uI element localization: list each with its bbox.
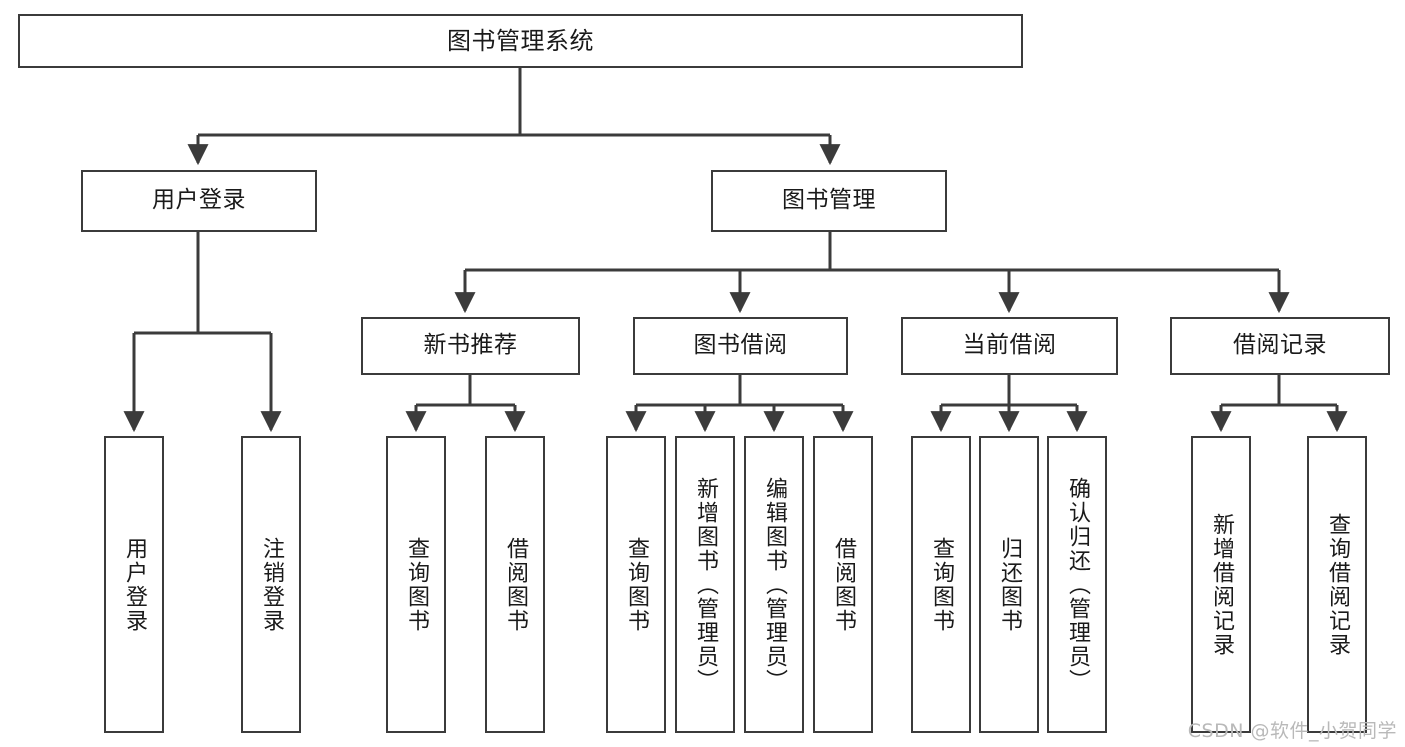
node-label: 归还图书 (997, 536, 1022, 633)
node-root-system[interactable]: 图书管理系统 (18, 14, 1023, 68)
node-current-borrow[interactable]: 当前借阅 (901, 317, 1118, 375)
node-book-management[interactable]: 图书管理 (711, 170, 947, 232)
leaf-logout[interactable]: 注销登录 (241, 436, 301, 733)
node-user-login[interactable]: 用户登录 (81, 170, 317, 232)
node-book-borrow[interactable]: 图书借阅 (633, 317, 848, 375)
node-label: 注销登录 (259, 536, 284, 633)
leaf-query-book-b[interactable]: 查询图书 (606, 436, 666, 733)
leaf-add-book[interactable]: 新增图书（管理员） (675, 436, 735, 733)
node-label: 借阅图书 (503, 536, 528, 633)
node-label: 用户登录 (122, 536, 147, 633)
node-label: 查询图书 (624, 536, 649, 633)
node-label: 图书管理 (782, 187, 876, 214)
leaf-borrow-book-a[interactable]: 借阅图书 (485, 436, 545, 733)
node-label: 编辑图书（管理员） (762, 476, 787, 693)
node-label: 查询图书 (404, 536, 429, 633)
node-label: 当前借阅 (962, 332, 1057, 359)
node-new-book-recommend[interactable]: 新书推荐 (361, 317, 580, 375)
node-label: 用户登录 (152, 187, 246, 214)
node-label: 新增图书（管理员） (693, 476, 718, 693)
node-label: 查询借阅记录 (1325, 512, 1350, 657)
leaf-user-login[interactable]: 用户登录 (104, 436, 164, 733)
leaf-query-book-a[interactable]: 查询图书 (386, 436, 446, 733)
leaf-edit-book[interactable]: 编辑图书（管理员） (744, 436, 804, 733)
node-label: 新书推荐 (423, 332, 518, 359)
leaf-query-book-c[interactable]: 查询图书 (911, 436, 971, 733)
leaf-borrow-book-b[interactable]: 借阅图书 (813, 436, 873, 733)
leaf-confirm-return[interactable]: 确认归还（管理员） (1047, 436, 1107, 733)
leaf-add-borrow-record[interactable]: 新增借阅记录 (1191, 436, 1251, 733)
node-label: 图书借阅 (693, 332, 788, 359)
node-label: 图书管理系统 (447, 26, 594, 55)
node-label: 借阅图书 (831, 536, 856, 633)
node-label: 新增借阅记录 (1209, 512, 1234, 657)
node-borrow-record[interactable]: 借阅记录 (1170, 317, 1390, 375)
node-label: 借阅记录 (1233, 332, 1327, 359)
node-label: 查询图书 (929, 536, 954, 633)
node-label: 确认归还（管理员） (1065, 476, 1090, 693)
leaf-query-borrow-record[interactable]: 查询借阅记录 (1307, 436, 1367, 733)
leaf-return-book[interactable]: 归还图书 (979, 436, 1039, 733)
